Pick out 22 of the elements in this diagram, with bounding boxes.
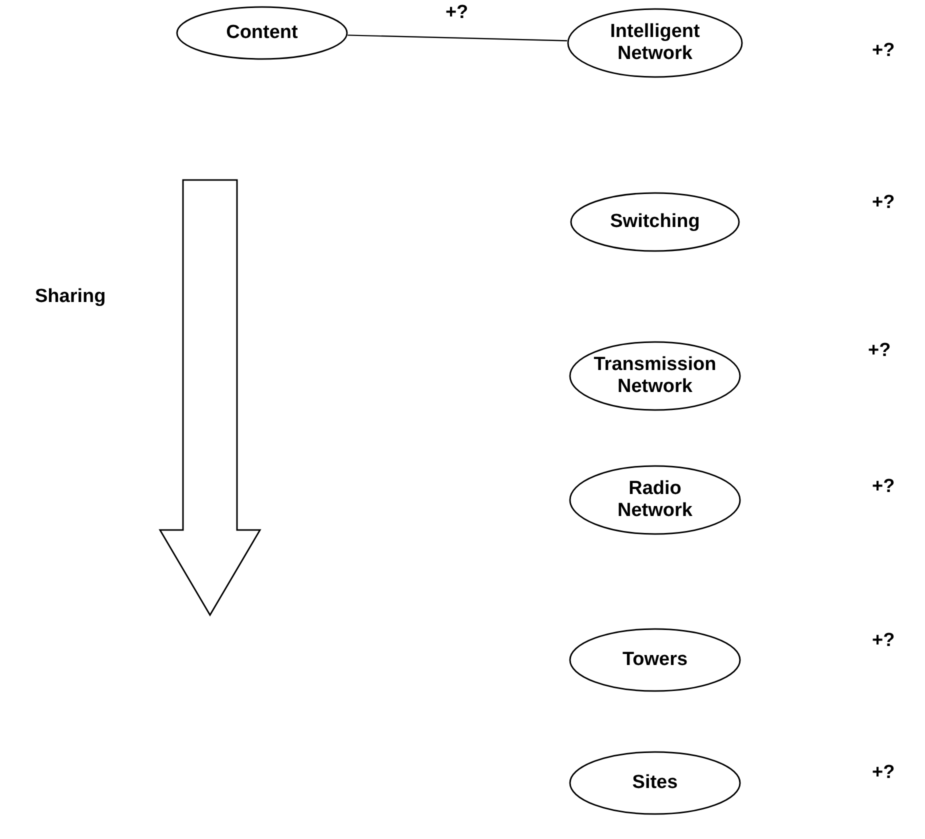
side-label: +?: [872, 630, 895, 652]
node-label: Towers: [621, 649, 689, 671]
node-label: Transmission Network: [592, 354, 718, 398]
side-label: +?: [872, 762, 895, 784]
side-label: +?: [872, 476, 895, 498]
ellipse-node: [569, 751, 741, 815]
node-label: Radio Network: [616, 478, 694, 522]
ellipse-node: [569, 465, 741, 535]
side-label: +?: [872, 192, 895, 214]
ellipse-node: [570, 192, 740, 252]
ellipse-node: [569, 628, 741, 692]
node-label: Content: [225, 22, 299, 44]
node-label: Switching: [609, 211, 701, 233]
node-label: Intelligent Network: [609, 21, 701, 65]
connector-line: [348, 34, 568, 42]
ellipse-node: [567, 8, 743, 78]
ellipse-node: [569, 341, 741, 411]
node-label: Sites: [631, 772, 679, 794]
side-label: +?: [872, 40, 895, 62]
ellipse-node: [176, 6, 348, 60]
side-label: Sharing: [35, 286, 106, 308]
side-label: +?: [868, 340, 891, 362]
